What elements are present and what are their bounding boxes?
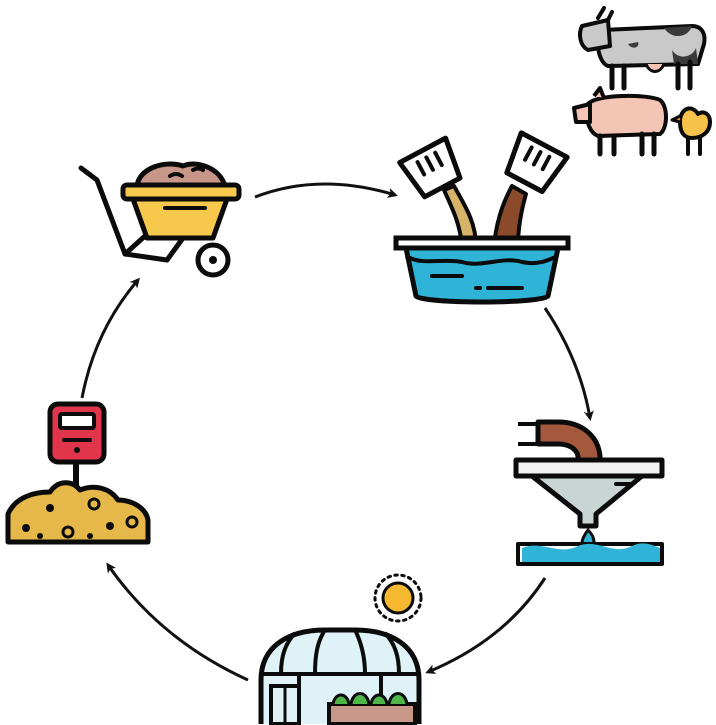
sun-icon [373,573,423,623]
soil-meter-in-compost-pile-icon [5,401,151,545]
greenhouse-with-sun-icon [258,627,422,725]
buckets-pouring-into-tank-icon [393,130,571,305]
livestock-cow-pig-chick-icon [572,6,712,157]
pig-icon [572,86,668,157]
arrow-greenhouse-to-soil [106,562,249,682]
arrow-tank-to-filter [543,307,594,421]
cow-icon [578,6,707,91]
arrow-wheelbarrow-to-tank [254,182,398,199]
arrow-soil-to-wheelbarrow [80,277,140,399]
arrow-filter-to-greenhouse [425,577,547,674]
chick-icon [670,106,712,156]
wheelbarrow-with-compost-icon [78,161,242,278]
pipe-filter-water-outflow-icon [513,419,665,566]
